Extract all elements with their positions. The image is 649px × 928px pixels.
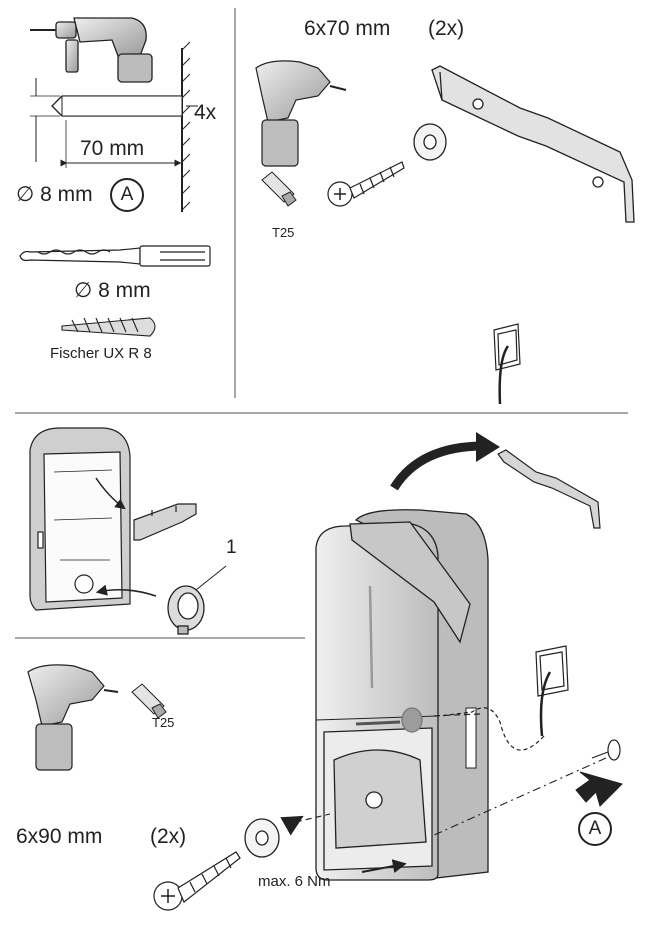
long-screw-icon	[153, 851, 241, 911]
torx-bit-icon-bottom	[131, 683, 167, 719]
torx-size-top-label: T25	[272, 225, 295, 240]
screw-path-dash	[431, 757, 607, 837]
drill-bit-diameter-label: ∅ 8 mm	[74, 279, 151, 302]
wall-with-drill-hole	[30, 41, 198, 212]
marker-a-bottom: A	[578, 812, 612, 846]
torx-bit-icon-top	[261, 171, 297, 207]
screw-spec-top-label: 6x70 mm	[304, 17, 391, 40]
hole-diameter-label: ∅ 8 mm	[16, 183, 93, 206]
screw-qty-bottom-label: (2x)	[150, 825, 187, 848]
device-back-view	[29, 427, 131, 611]
torx-size-bottom-label: T25	[152, 715, 175, 730]
section-dividers	[15, 8, 628, 639]
drill-hole-marker-icon	[591, 739, 621, 761]
hammer-drill-icon	[30, 17, 153, 83]
wall-anchor-icon	[61, 317, 156, 337]
screw-icon-top	[327, 161, 405, 207]
push-arrow-icon	[575, 771, 623, 807]
hole-count-label: 4x	[194, 101, 217, 124]
cable-grommet-icon	[167, 585, 205, 635]
arrow-to-bracket	[95, 477, 126, 510]
cordless-drill-icon	[255, 60, 347, 167]
drill-bit-icon	[19, 245, 211, 267]
screw-insert-arrow-left	[280, 815, 304, 836]
callout-leader-1	[195, 565, 227, 591]
washer-icon-top	[413, 123, 447, 161]
curved-arrow-head	[476, 432, 500, 462]
callout-number-1: 1	[226, 537, 237, 558]
alignment-dash-upper	[429, 713, 481, 717]
screw-qty-top-label: (2x)	[428, 17, 465, 40]
drill-depth-label: 70 mm	[80, 137, 145, 160]
marker-a-top: A	[110, 178, 144, 212]
cable-route-dashed	[439, 707, 545, 751]
screw-spec-bottom-label: 6x90 mm	[16, 825, 103, 848]
cordless-drill-icon-bottom	[27, 664, 119, 771]
arrow-to-grommet	[95, 584, 157, 597]
torque-leader-arrow	[361, 859, 407, 873]
wall-socket-cable-top	[493, 323, 521, 405]
curved-arrow-remove-bracket	[390, 441, 485, 491]
removed-bracket-icon	[497, 449, 601, 529]
torque-label: max. 6 Nm	[258, 873, 331, 890]
small-bracket-icon	[133, 503, 197, 541]
washer-icon-bottom	[244, 818, 280, 858]
wall-socket-cable-bottom	[535, 645, 569, 737]
wall-box-device	[315, 509, 489, 881]
anchor-model-label: Fischer UX R 8	[50, 345, 152, 362]
mounting-bracket-icon	[431, 65, 635, 223]
